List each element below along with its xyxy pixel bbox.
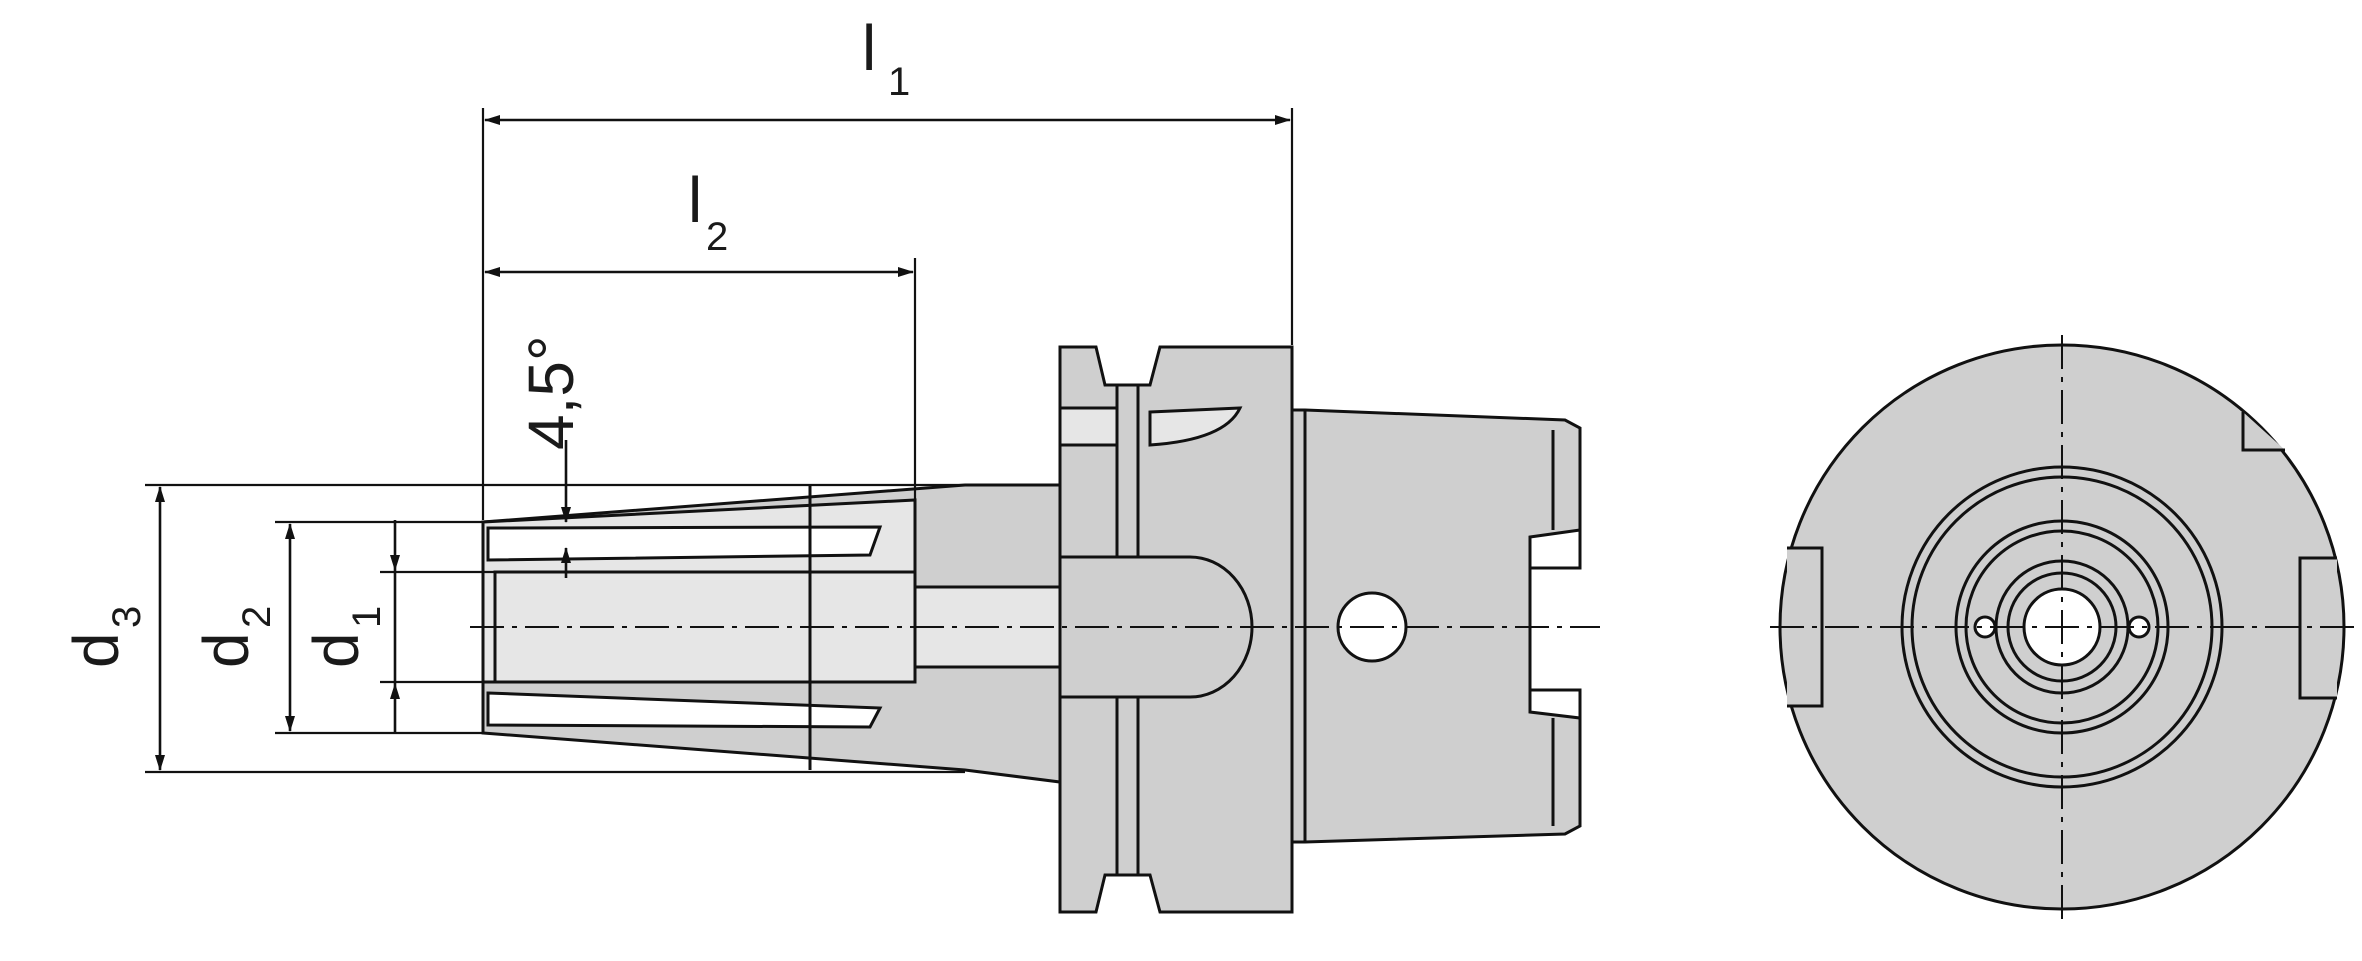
d2-subscript: 2 — [235, 606, 279, 628]
l1-label: l — [862, 12, 876, 84]
l2-subscript: 2 — [706, 215, 728, 259]
d3-subscript: 3 — [105, 606, 149, 628]
flat-right — [2298, 556, 2337, 700]
end-view — [1770, 335, 2355, 920]
drive-slot-curve — [1148, 406, 1243, 447]
d3-label: d — [60, 632, 132, 668]
d1-subscript: 1 — [345, 606, 389, 628]
d1-label-group: d 1 — [300, 606, 389, 668]
keyway-lower — [1528, 688, 1582, 720]
dimensions: l 1 l 2 4,5° d 3 d 2 d 1 — [60, 12, 1294, 774]
flat-left — [1787, 546, 1824, 708]
d2-label-group: d 2 — [190, 606, 279, 668]
l2-label: l — [688, 164, 702, 236]
side-view — [470, 345, 1600, 914]
d1-label: d — [300, 632, 372, 668]
drive-slot — [1058, 406, 1119, 447]
l1-subscript: 1 — [888, 60, 910, 104]
keyway — [1528, 528, 1582, 570]
collet-slot-upper — [486, 525, 883, 562]
collet-slot-lower — [486, 691, 883, 729]
d2-label: d — [190, 632, 262, 668]
angle-label: 4,5° — [515, 335, 587, 450]
d3-label-group: d 3 — [60, 606, 149, 668]
corner-notch — [2241, 412, 2285, 452]
